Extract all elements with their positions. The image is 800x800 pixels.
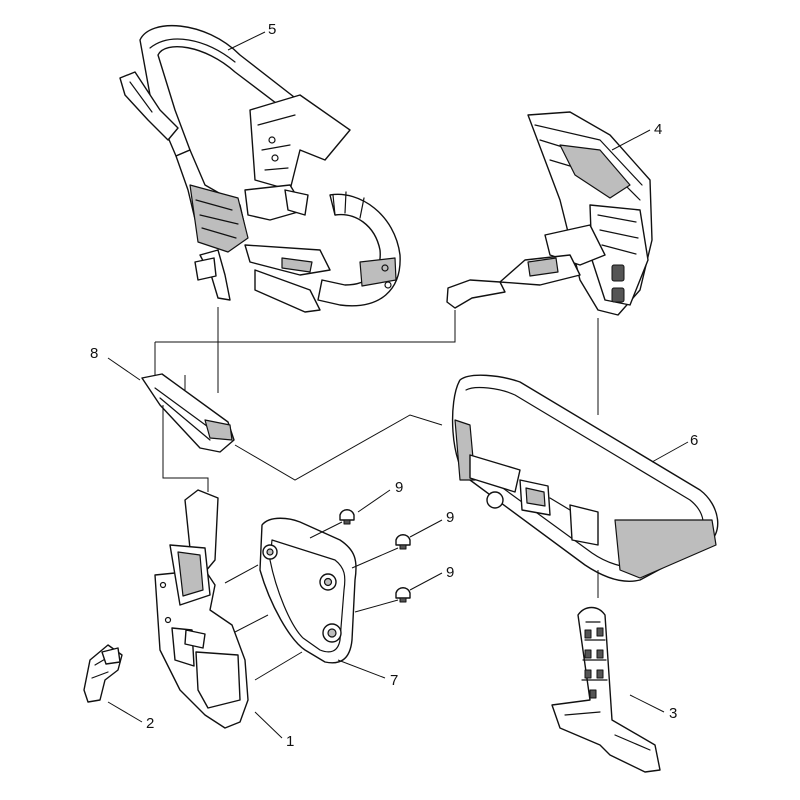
callout-6: 6: [690, 432, 699, 449]
part-2-clip: [83, 644, 123, 703]
callout-9a: 9: [395, 479, 404, 496]
callout-3: 3: [669, 705, 678, 722]
callout-8: 8: [90, 345, 99, 362]
part-1-hip-plate: [154, 489, 249, 729]
callout-1: 1: [286, 733, 295, 750]
part-7-pad: [259, 517, 357, 664]
callout-7: 7: [390, 672, 399, 689]
part-4-back-plate: [446, 111, 653, 316]
part-5-shoulder-harness: [119, 24, 401, 313]
callout-9b: 9: [446, 509, 455, 526]
callout-4: 4: [654, 121, 663, 138]
part-6-waist-belt: [451, 374, 719, 582]
callout-9c: 9: [446, 564, 455, 581]
screw-9c: [395, 587, 411, 603]
screw-9a: [339, 509, 355, 525]
assembly-lines: [154, 307, 599, 681]
part-3-mount-plate: [551, 606, 661, 773]
callout-2: 2: [146, 715, 155, 732]
callout-leaders: [107, 31, 689, 739]
part-9-screws: [339, 509, 411, 603]
callout-5: 5: [268, 21, 277, 38]
part-8-bracket: [141, 373, 235, 453]
screw-9b: [395, 534, 411, 550]
